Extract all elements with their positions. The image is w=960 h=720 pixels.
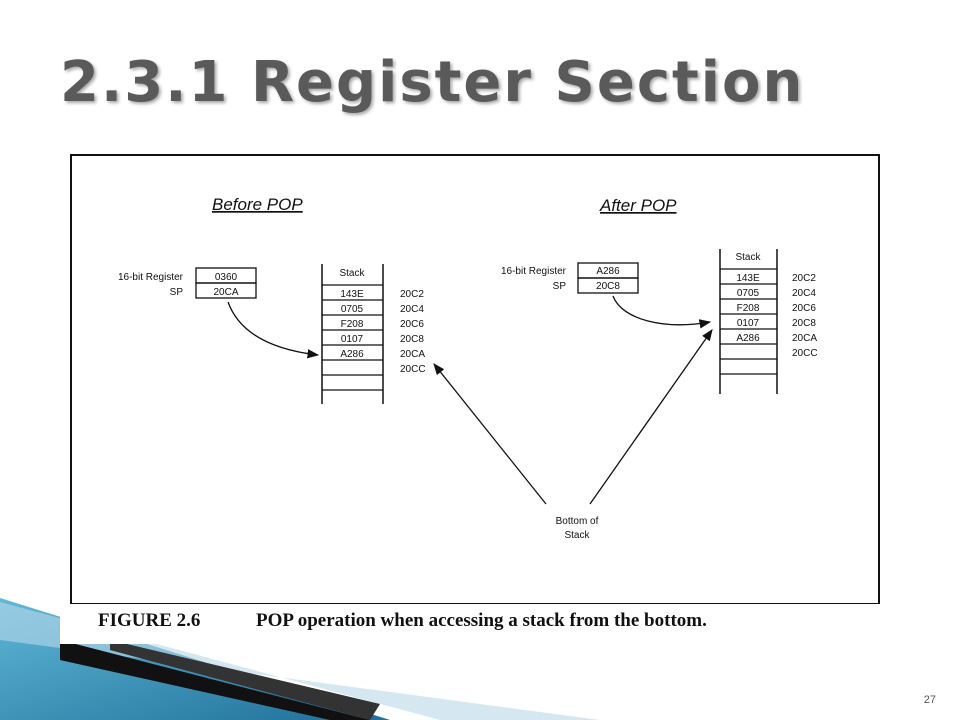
after-register-label: 16-bit Register <box>501 266 567 277</box>
after-address: 20CC <box>792 348 818 359</box>
after-address: 20C4 <box>792 288 816 299</box>
before-stack-label: Stack <box>339 268 365 279</box>
before-sp-pointer-arrow <box>227 301 320 359</box>
before-register-value: 0360 <box>215 272 238 283</box>
before-sp-box <box>195 282 257 299</box>
bottom-arrow-to-before <box>433 363 547 505</box>
bottom-of-stack-label-line1: Bottom of <box>556 516 599 527</box>
bottom-of-stack-label-line2: Stack <box>564 530 590 541</box>
bottom-arrow-to-after <box>589 329 713 505</box>
before-cell-text: 0107 <box>341 334 364 345</box>
after-address: 20C6 <box>792 303 816 314</box>
before-pop-panel: Before POP 16-bit Register SP 0360 20CA … <box>118 195 426 404</box>
after-address: 20C2 <box>792 273 816 284</box>
after-cell-text: A286 <box>736 333 760 344</box>
after-stack-cell-lines <box>720 268 777 375</box>
figure-caption-text: POP operation when accessing a stack fro… <box>256 610 707 631</box>
before-cell-text: F208 <box>341 319 364 330</box>
after-addresses: 20C2 20C4 20C6 20C8 20CA 20CC <box>792 273 818 359</box>
after-cell-text: 143E <box>736 273 760 284</box>
after-sp-value: 20C8 <box>596 281 620 292</box>
before-sp-value: 20CA <box>213 287 238 298</box>
after-register-value: A286 <box>596 266 620 277</box>
after-sp-pointer-arrow <box>612 295 712 329</box>
after-address: 20C8 <box>792 318 816 329</box>
page-number: 27 <box>923 694 936 706</box>
after-address: 20CA <box>792 333 817 344</box>
figure-caption: FIGURE 2.6 POP operation when accessing … <box>60 604 880 644</box>
before-address: 20CA <box>400 349 425 360</box>
before-address: 20C2 <box>400 289 424 300</box>
before-heading: Before POP <box>212 195 303 214</box>
before-cell-text: 0705 <box>341 304 364 315</box>
after-sp-box <box>577 277 639 294</box>
before-address: 20C4 <box>400 304 424 315</box>
slide-title: 2.3.1 Register Section <box>60 50 805 115</box>
before-addresses: 20C2 20C4 20C6 20C8 20CA 20CC <box>400 289 426 375</box>
after-stack-label: Stack <box>735 252 761 263</box>
after-cell-text: 0107 <box>737 318 760 329</box>
before-address: 20CC <box>400 364 426 375</box>
after-cell-text: F208 <box>737 303 760 314</box>
before-address: 20C8 <box>400 334 424 345</box>
before-address: 20C6 <box>400 319 424 330</box>
before-stack-cells: 143E 0705 F208 0107 A286 <box>340 289 364 360</box>
figure-frame <box>70 154 880 605</box>
before-register-label: 16-bit Register <box>118 272 184 283</box>
before-cell-text: 143E <box>340 289 364 300</box>
before-stack-cell-lines <box>322 284 383 391</box>
after-heading: After POP <box>599 196 677 215</box>
before-sp-label: SP <box>170 287 184 298</box>
before-cell-text: A286 <box>340 349 364 360</box>
after-pop-panel: After POP 16-bit Register SP A286 20C8 S… <box>501 196 818 394</box>
after-cell-text: 0705 <box>737 288 760 299</box>
bottom-of-stack-pointer: Bottom of Stack <box>433 329 713 541</box>
figure-number: FIGURE 2.6 <box>98 610 201 631</box>
after-stack-cells: 143E 0705 F208 0107 A286 <box>736 273 760 344</box>
after-sp-label: SP <box>553 281 567 292</box>
